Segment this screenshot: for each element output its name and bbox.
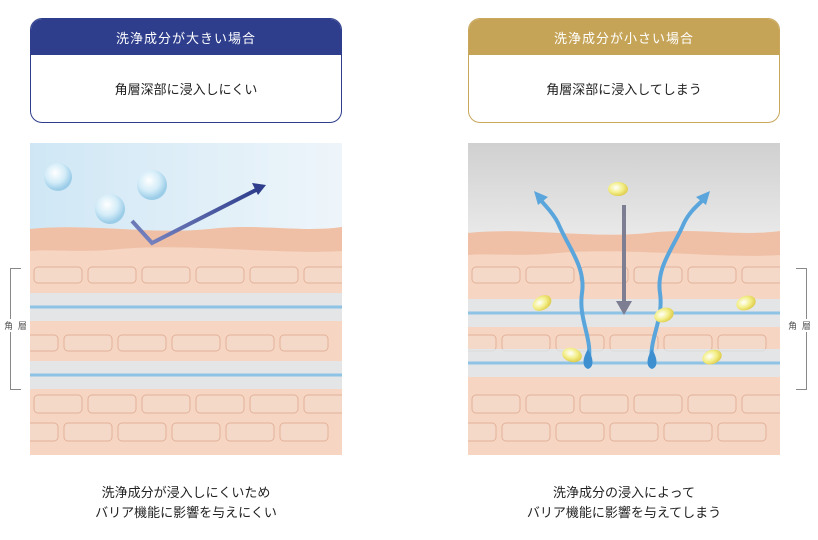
left-caption: 洗浄成分が浸入しにくいため バリア機能に影響を与えにくい xyxy=(30,484,342,524)
caption-line: 洗浄成分が浸入しにくいため xyxy=(101,486,271,501)
card-header: 洗浄成分が大きい場合 xyxy=(31,19,341,55)
stratum-label-right: 角 層 xyxy=(788,319,812,332)
caption-line: 洗浄成分の浸入によって xyxy=(553,486,695,501)
large-molecule-skin-illustration xyxy=(30,143,342,455)
caption-line: バリア機能に影響を与えにくい xyxy=(95,506,277,521)
caption-line: バリア機能に影響を与えてしまう xyxy=(526,506,722,521)
large-molecule-card: 洗浄成分が大きい場合 角層深部に浸入しにくい xyxy=(30,18,342,123)
card-body-text: 角層深部に浸入してしまう xyxy=(546,83,702,98)
card-body-text: 角層深部に浸入しにくい xyxy=(114,83,258,98)
stratum-label-left: 角 層 xyxy=(4,319,28,332)
right-caption: 洗浄成分の浸入によって バリア機能に影響を与えてしまう xyxy=(468,484,780,524)
card-header: 洗浄成分が小さい場合 xyxy=(469,19,779,55)
small-molecule-card: 洗浄成分が小さい場合 角層深部に浸入してしまう xyxy=(468,18,780,123)
small-molecule-skin-illustration xyxy=(468,143,780,455)
